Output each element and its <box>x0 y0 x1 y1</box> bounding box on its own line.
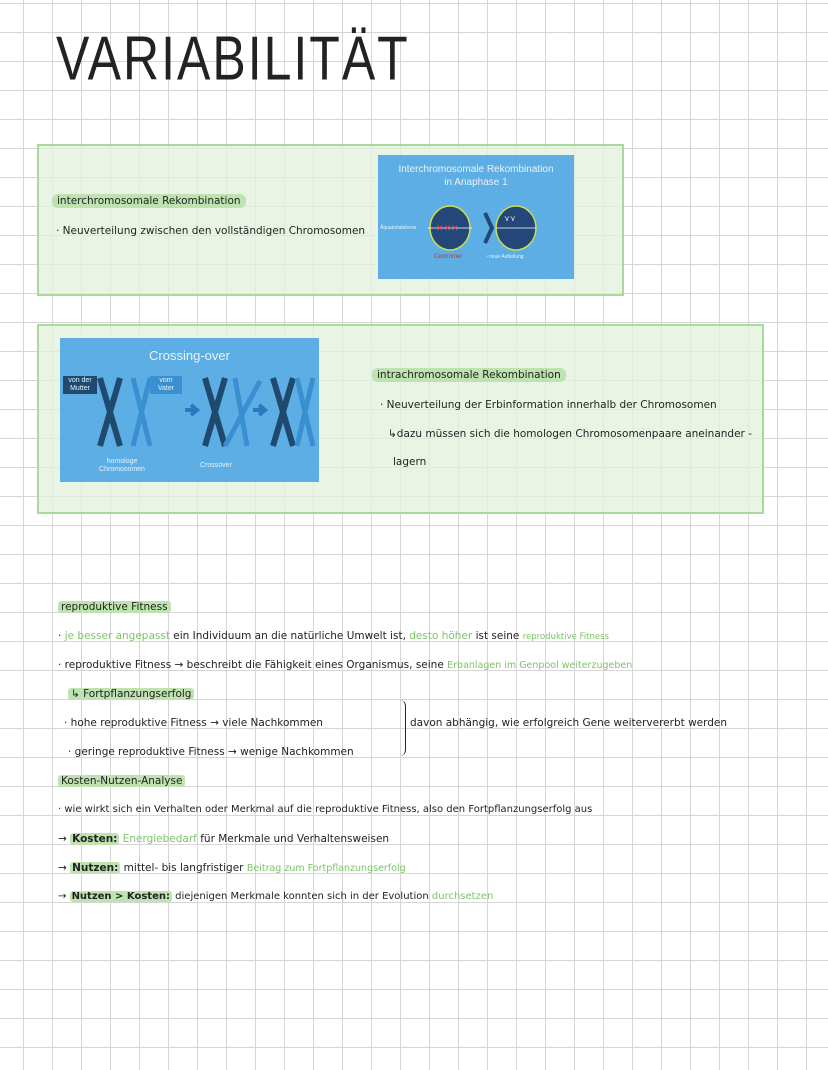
arrow: → <box>58 891 70 902</box>
equator-label: Äquatorialebene <box>380 225 417 231</box>
fitness-heading: reproduktive Fitness <box>58 601 171 613</box>
fitness-line-5: · geringe reproduktive Fitness → wenige … <box>68 746 354 758</box>
bracket-note: davon abhängig, wie erfolgreich Gene wei… <box>410 717 728 729</box>
bracket <box>400 700 406 756</box>
text: · reproduktive Fitness → beschreibt die … <box>58 659 448 671</box>
text: diejenigen Merkmale konnten sich in der … <box>171 891 432 902</box>
green-text: Energiebedarf <box>122 833 197 845</box>
cell-division-icon: ✕✕✕ ⋎⋎ <box>428 205 537 251</box>
page-title: VARIABILITÄT <box>56 23 410 94</box>
text: für Merkmale und Verhaltensweisen <box>196 833 390 845</box>
analysis-line-4: → Nutzen > Kosten: diejenigen Merkmale k… <box>58 891 493 902</box>
label: Kosten: <box>70 833 120 845</box>
interchromosomal-figure: Interchromosomale Rekombination in Anaph… <box>378 155 574 279</box>
green-text: Beitrag zum Fortpflanzungserfolg <box>246 863 406 874</box>
heading-text: Kosten-Nutzen-Analyse <box>58 775 186 787</box>
svg-text:⋎⋎: ⋎⋎ <box>504 214 516 223</box>
interchromosomal-bullet: · Neuverteilung zwischen den vollständig… <box>56 225 366 237</box>
mother-label: von der Mutter <box>63 376 97 394</box>
centromer-label: Centromer <box>434 254 463 260</box>
analysis-line-1: · wie wirkt sich ein Verhalten oder Merk… <box>58 804 593 815</box>
intrachromosomal-heading: intrachromosomale Rekombination <box>372 368 566 382</box>
label: Nutzen: <box>70 862 121 874</box>
analysis-line-2: → Kosten: Energiebedarf für Merkmale und… <box>58 833 389 845</box>
green-text: je besser angepasst <box>64 630 170 642</box>
text: mittel- bis langfristiger <box>120 862 247 874</box>
heading-text: reproduktive Fitness <box>58 601 171 613</box>
figure-title: Interchromosomale Rekombination <box>398 164 554 175</box>
intrachromosomal-sub-line: ↳dazu müssen sich die homologen Chromoso… <box>388 428 752 440</box>
fitness-line-1: · je besser angepasst ein Individuum an … <box>58 630 609 642</box>
heading-text: intrachromosomale Rekombination <box>372 368 566 382</box>
father-label: vom Vater <box>150 376 182 394</box>
figure-subtitle: in Anaphase 1 <box>444 177 508 188</box>
fitness-line-3: ↳ Fortpflanzungserfolg <box>68 688 195 700</box>
crossover-label: Crossover <box>200 462 232 469</box>
heading-text: interchromosomale Rekombination <box>52 194 246 208</box>
new-distribution-label: › neue Aufteilung <box>486 254 524 260</box>
fitness-line-4: · hohe reproduktive Fitness → viele Nach… <box>64 717 323 729</box>
new-distribution-text: neue Aufteilung <box>489 254 524 260</box>
figure-title: Crossing-over <box>149 348 230 363</box>
fitness-line-2: · reproduktive Fitness → beschreibt die … <box>58 659 632 671</box>
intrachromosomal-bullet: · Neuverteilung der Erbinformation inner… <box>380 399 717 411</box>
intrachromosomal-sub-line-2: lagern <box>393 456 427 468</box>
homolog-label: homologe Chromosomen <box>99 458 145 473</box>
green-text: reproduktive Fitness <box>522 632 609 642</box>
bullet: · <box>58 630 65 642</box>
crossing-over-figure: Crossing-over von der Mutter vom Vater h… <box>60 338 319 482</box>
arrow: → <box>58 862 71 874</box>
svg-text:✕✕✕: ✕✕✕ <box>436 223 459 233</box>
text: ist seine <box>472 630 523 642</box>
text: ein Individuum an die natürliche Umwelt … <box>169 630 410 642</box>
heading-text: ↳ Fortpflanzungserfolg <box>68 688 195 700</box>
green-text: desto höher <box>409 630 473 642</box>
analysis-line-3: → Nutzen: mittel- bis langfristiger Beit… <box>58 862 406 874</box>
green-text: Erbanlagen im Genpool weiterzugeben <box>447 660 633 671</box>
analysis-heading: Kosten-Nutzen-Analyse <box>58 775 186 787</box>
arrow: → <box>58 833 71 845</box>
label: Nutzen > Kosten: <box>69 891 172 902</box>
interchromosomal-heading: interchromosomale Rekombination <box>52 194 246 208</box>
chromosomes-icon <box>97 377 316 448</box>
green-text: durchsetzen <box>431 891 494 902</box>
